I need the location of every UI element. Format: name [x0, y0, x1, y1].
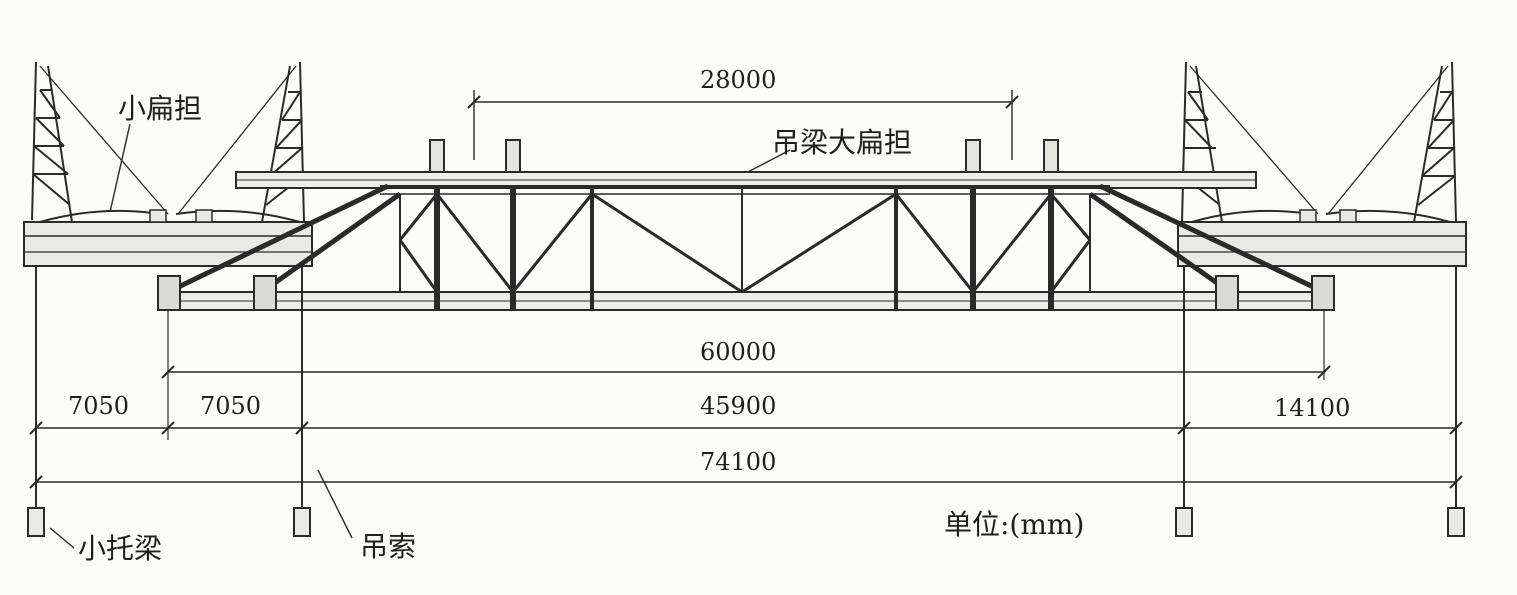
- left-barge: [23, 209, 313, 267]
- right-crane-1: [1181, 61, 1319, 223]
- label-small-shoulder-pole: 小扁担: [118, 92, 202, 125]
- slings: [35, 266, 1457, 508]
- steel-truss: [157, 183, 1335, 311]
- hanger-posts: [429, 139, 1059, 173]
- left-crane-1: [31, 61, 169, 223]
- dimension-lines: [29, 90, 1463, 489]
- main-lifting-beam: [235, 171, 1257, 189]
- dim-overall: 74100: [700, 448, 776, 476]
- label-unit: 单位:(mm): [944, 508, 1084, 541]
- dim-middle: 45900: [700, 392, 776, 420]
- label-small-support-beam: 小托梁: [78, 532, 162, 565]
- dim-right-a: 14100: [1274, 394, 1350, 422]
- dim-top-span: 28000: [700, 66, 776, 94]
- dim-truss-length: 60000: [700, 338, 776, 366]
- support-blocks: [27, 507, 1465, 537]
- right-crane-2: [1327, 61, 1457, 223]
- label-main-lifting-beam: 吊梁大扁担: [772, 126, 912, 159]
- label-sling: 吊索: [360, 530, 416, 563]
- dim-left-b: 7050: [200, 392, 261, 420]
- left-crane-2: [177, 61, 305, 223]
- leader-lines: [49, 123, 791, 549]
- dim-left-a: 7050: [68, 392, 129, 420]
